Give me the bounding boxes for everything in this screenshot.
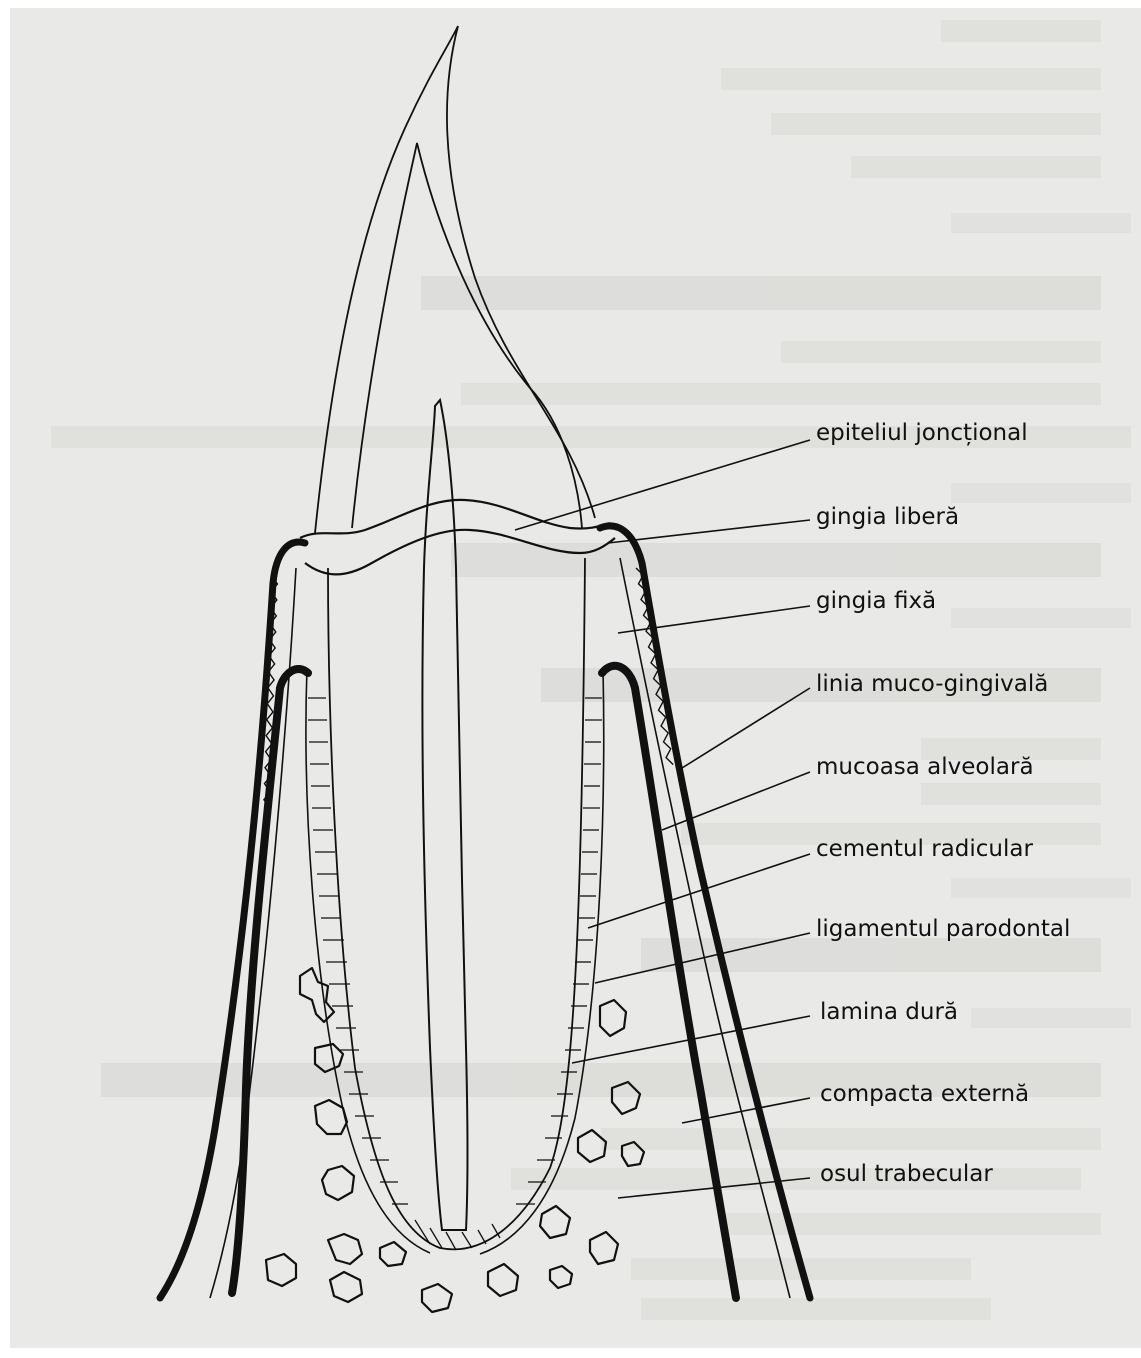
apex-hatching [415,1220,500,1250]
label-lamina-dura: lamina dură [820,999,958,1025]
leader-line-7 [595,933,810,983]
label-gingia-libera: gingia liberă [816,504,959,530]
label-osul-trabecular: osul trabecular [820,1161,993,1187]
label-gingia-fixa: gingia fixă [816,588,936,614]
label-cementul-radicular: cementul radicular [816,836,1033,862]
leader-line-1 [515,440,810,530]
ligament-hatching-right [516,698,602,1204]
pulp-canal [422,400,467,1230]
leader-line-2 [608,520,810,543]
root-outline [328,558,585,1249]
label-mucoasa-alveolara: mucoasa alveolară [816,754,1034,780]
gingiva-outer-right [600,526,810,1298]
gingival-margin-lower [305,530,615,575]
crown-outline [315,26,595,533]
labels: epiteliul joncțional gingia liberă gingi… [816,420,1070,1187]
label-linia-muco-gingivala: linia muco-gingivală [816,671,1048,697]
lamina-dura-left [306,668,430,1253]
trabecular-bone [266,968,644,1312]
label-compacta-externa: compacta externă [820,1081,1029,1107]
book-page: epiteliul joncțional gingia liberă gingi… [10,8,1141,1348]
mucosa-line-right [620,558,790,1298]
label-ligamentul-parodontal: ligamentul parodontal [816,916,1070,942]
periodontium-diagram: epiteliul joncțional gingia liberă gingi… [10,8,1141,1348]
label-epiteliul-jonctional: epiteliul joncțional [816,420,1028,446]
leader-lines [515,440,810,1198]
dentin-line [352,143,582,528]
gingiva-outer-left [160,542,305,1298]
ligament-hatching-left [308,698,408,1204]
leader-line-4 [682,688,810,768]
lamina-dura-right [480,668,604,1254]
